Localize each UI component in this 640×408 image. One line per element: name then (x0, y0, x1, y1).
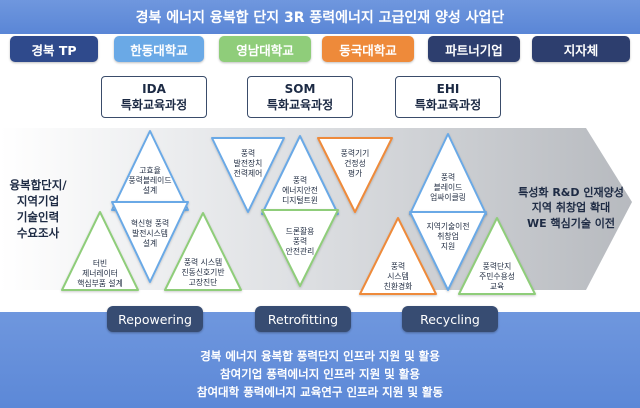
page-title: 경북 에너지 융복합 단지 3R 풍력에너지 고급인재 양성 사업단 (135, 10, 505, 26)
triangle-integrity-eval (317, 137, 393, 213)
triangle-drone-safety (261, 209, 339, 287)
triangle-innovative-system (111, 201, 189, 283)
flow-diagram (0, 128, 632, 295)
triangle-tech-transfer (409, 211, 487, 291)
phase-recycling: Recycling (402, 306, 498, 332)
course-box-ida: IDA 특화교육과정 (101, 76, 207, 118)
triangle-vibration-diagnosis (164, 212, 242, 291)
org-pill-handong: 한동대학교 (114, 36, 204, 62)
footer-line-3: 참여대학 풍력에너지 교육연구 인프라 지원 및 활동 (196, 385, 444, 399)
org-pill-gyeongbuk-tp: 경북 TP (10, 36, 98, 62)
phase-retrofitting: Retrofitting (255, 306, 351, 332)
footer-line-2: 참여기업 풍력에너지 인프라 지원 및 활용 (220, 367, 420, 381)
page-title-band: 경북 에너지 융복합 단지 3R 풍력에너지 고급인재 양성 사업단 (0, 0, 640, 34)
triangle-eco-friendly (359, 217, 437, 295)
org-pill-local-gov: 지자체 (532, 36, 630, 62)
org-pill-partner: 파트너기업 (428, 36, 520, 62)
org-pill-yeungnam: 영남대학교 (219, 36, 311, 62)
course-box-som: SOM 특화교육과정 (247, 76, 353, 118)
org-pill-dongguk: 동국대학교 (322, 36, 414, 62)
phase-repowering: Repowering (107, 306, 203, 332)
triangle-resident-education (458, 217, 536, 295)
footer-line-1: 경북 에너지 융복합 풍력단지 인프라 지원 및 활용 (200, 349, 440, 363)
triangle-turbine-generator (61, 211, 139, 291)
course-box-ehi: EHI 특화교육과정 (395, 76, 501, 118)
triangle-power-control (211, 137, 285, 213)
